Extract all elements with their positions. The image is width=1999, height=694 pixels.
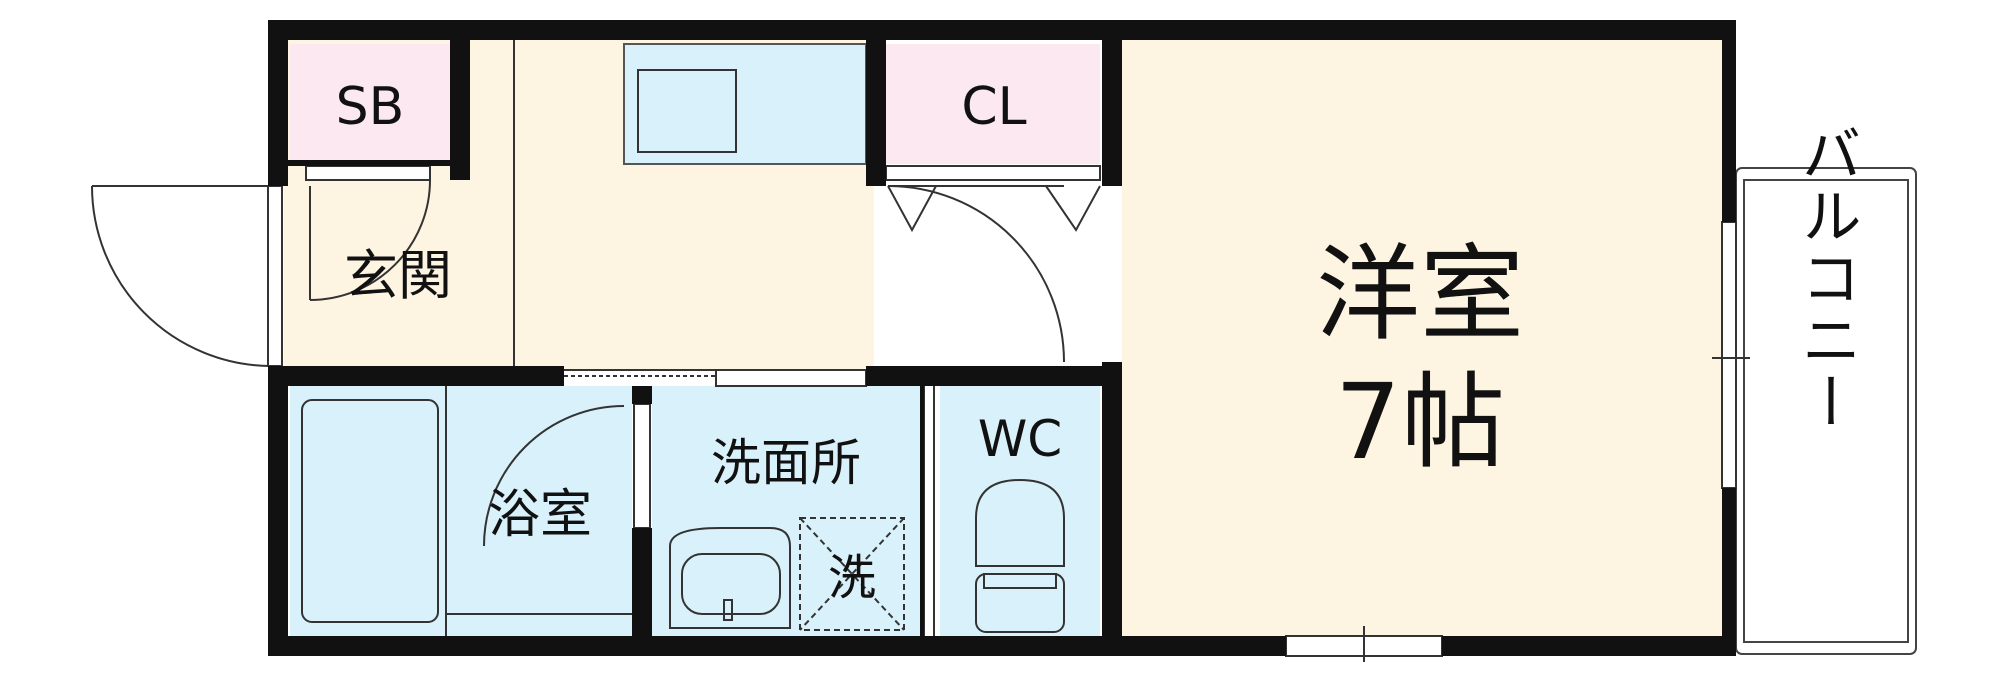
bath-label: 浴室 — [488, 485, 592, 545]
sb-floor — [290, 44, 450, 164]
washroom-label: 洗面所 — [711, 434, 861, 492]
balcony-label: バルコニー — [1791, 123, 1861, 433]
cl-floor — [886, 44, 1100, 164]
western-room-floor — [1122, 40, 1734, 640]
room-labels: SB CL 玄関 洋室 7帖 浴室 洗面所 WC 洗 バルコニー — [336, 77, 1861, 606]
washroom-floor — [652, 386, 920, 636]
western-room-size: 7帖 — [1335, 361, 1505, 483]
balcony — [1735, 167, 1917, 655]
fridge-space — [624, 44, 866, 164]
floor-fills — [284, 40, 1734, 640]
bathtub-icon — [301, 399, 439, 623]
western-room-label: 洋室 — [1316, 233, 1524, 355]
wc-label: WC — [978, 410, 1062, 468]
entrance-label: 玄関 — [344, 244, 452, 307]
washbasin-icon — [669, 527, 791, 629]
walls — [268, 20, 1736, 656]
washer-label: 洗 — [828, 550, 876, 606]
wc-floor — [940, 386, 1100, 636]
washer-space-icon — [799, 517, 905, 631]
cl-label: CL — [961, 77, 1026, 137]
toilet-icon — [975, 478, 1065, 567]
sb-label: SB — [336, 77, 405, 137]
bath-floor — [290, 386, 632, 636]
